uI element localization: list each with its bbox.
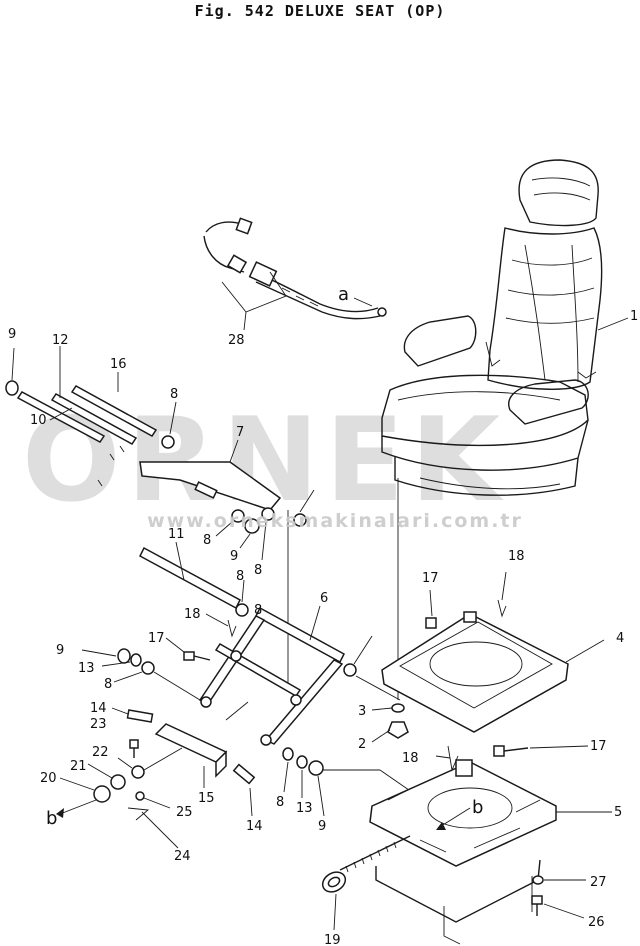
callout-14: 14 — [90, 701, 107, 716]
callout-8: 8 — [254, 603, 262, 618]
rods-group — [5, 346, 315, 690]
upper-rail-plate — [371, 571, 605, 743]
figure-title: Fig. 542 DELUXE SEAT (OP) — [194, 2, 446, 20]
callout-8: 8 — [254, 563, 262, 578]
callout-18: 18 — [402, 751, 419, 766]
seat-belt — [203, 217, 387, 331]
callout-23: 23 — [90, 717, 107, 732]
callout-7: 7 — [236, 425, 244, 440]
callout-6: 6 — [320, 591, 328, 606]
callout-9: 9 — [56, 643, 64, 658]
callout-3: 3 — [358, 704, 366, 719]
callout-11: 11 — [168, 527, 185, 542]
callout-22: 22 — [92, 745, 109, 760]
reference-letter-b: b — [472, 797, 483, 818]
reference-letter-a: a — [338, 284, 349, 305]
callout-26: 26 — [588, 915, 605, 930]
callout-13: 13 — [78, 661, 95, 676]
callout-13: 13 — [296, 801, 313, 816]
callout-24: 24 — [174, 849, 191, 864]
callout-4: 4 — [616, 631, 624, 646]
callout-21: 21 — [70, 759, 87, 774]
callout-5: 5 — [614, 805, 622, 820]
callout-9: 9 — [318, 819, 326, 834]
callout-17: 17 — [422, 571, 439, 586]
callout-8: 8 — [104, 677, 112, 692]
callout-8: 8 — [236, 569, 244, 584]
watermark-url: www.orneksmakinalari.com.tr — [147, 510, 523, 532]
callout-15: 15 — [198, 791, 215, 806]
callout-8: 8 — [276, 795, 284, 810]
callout-10: 10 — [30, 413, 47, 428]
callout-9: 9 — [230, 549, 238, 564]
callout-19: 19 — [324, 933, 341, 946]
lower-left-parts — [56, 701, 256, 849]
callout-18: 18 — [508, 549, 525, 564]
callout-25: 25 — [176, 805, 193, 820]
seat-assembly — [381, 159, 629, 496]
callout-14: 14 — [246, 819, 263, 834]
lower-slide-plate — [321, 745, 612, 945]
callout-2: 2 — [358, 737, 366, 752]
callout-17: 17 — [148, 631, 165, 646]
scissor-linkage — [81, 605, 401, 746]
callout-8: 8 — [203, 533, 211, 548]
callout-12: 12 — [52, 333, 69, 348]
callout-18: 18 — [184, 607, 201, 622]
reference-letter-b: b — [46, 808, 57, 829]
callout-17: 17 — [590, 739, 607, 754]
callout-8: 8 — [170, 387, 178, 402]
callout-20: 20 — [40, 771, 57, 786]
callout-27: 27 — [590, 875, 607, 890]
callout-28: 28 — [228, 333, 245, 348]
callout-9: 9 — [8, 327, 16, 342]
callout-1: 1 — [630, 309, 638, 324]
callout-16: 16 — [110, 357, 127, 372]
